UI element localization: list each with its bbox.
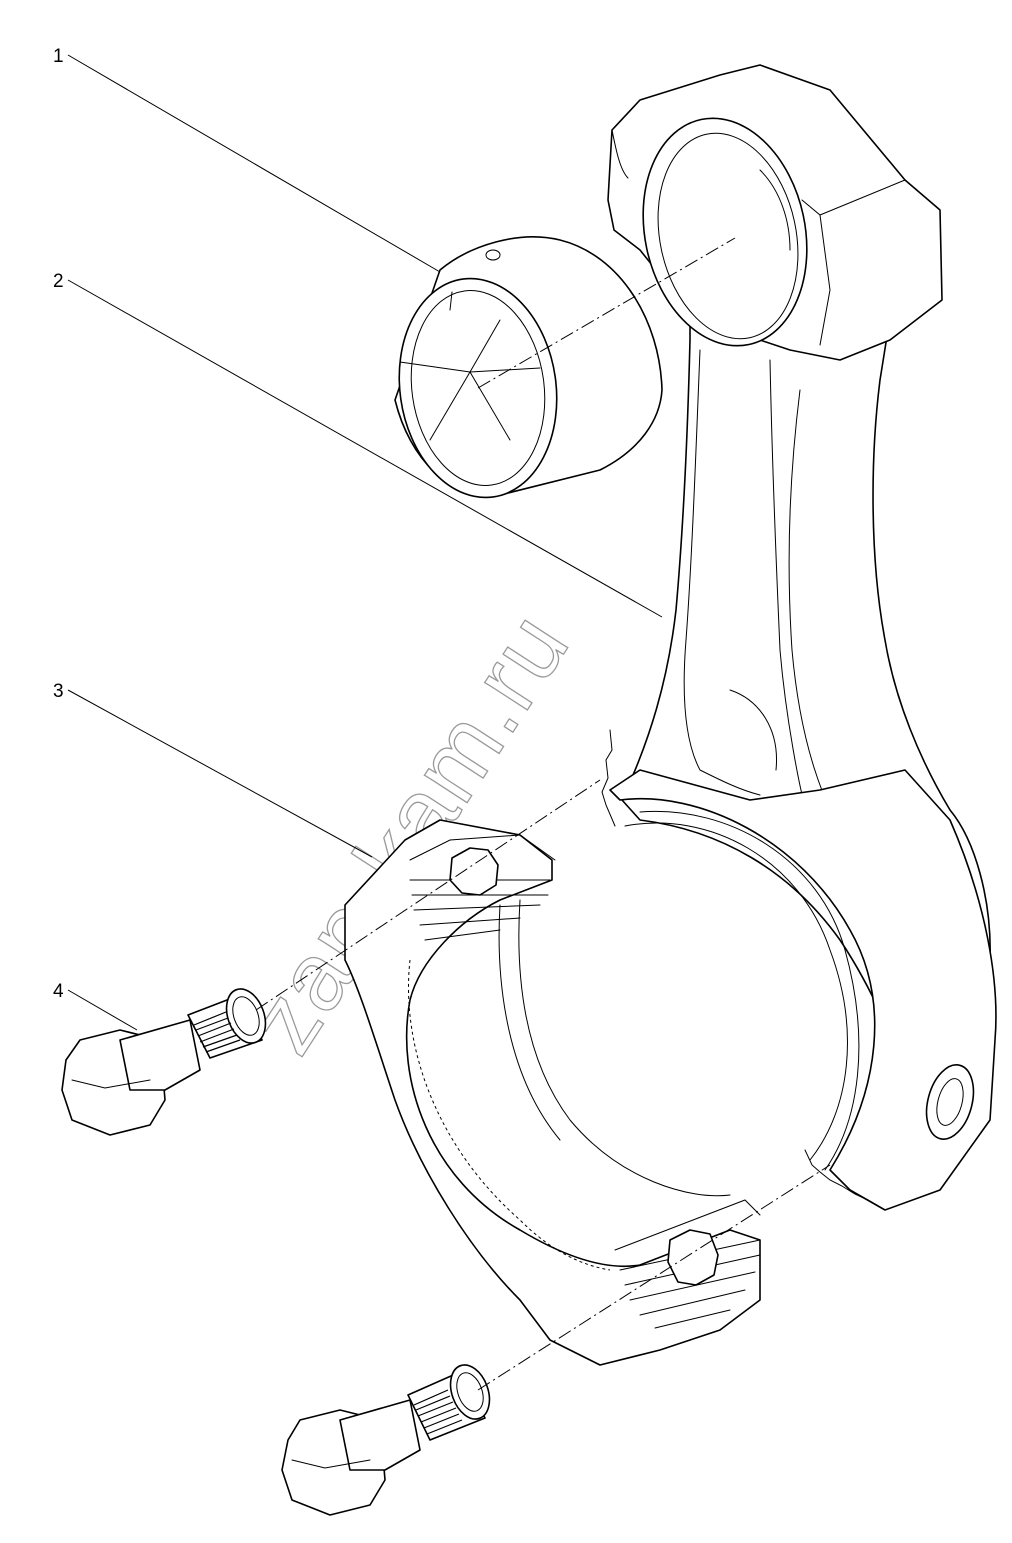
- bearing-cap: [344, 819, 761, 1366]
- callout-1: 1: [53, 46, 64, 67]
- callout-3: 3: [53, 681, 64, 702]
- connecting-rod-bolt-upper: [61, 988, 267, 1136]
- axis-lines: [255, 237, 831, 1391]
- small-end-bushing: [394, 236, 663, 499]
- callout-2: 2: [53, 271, 64, 292]
- leader-lines: [67, 54, 663, 1031]
- connecting-rod-bolt-lower: [281, 1364, 491, 1516]
- connecting-rod: [601, 64, 997, 1211]
- callout-4: 4: [53, 981, 64, 1002]
